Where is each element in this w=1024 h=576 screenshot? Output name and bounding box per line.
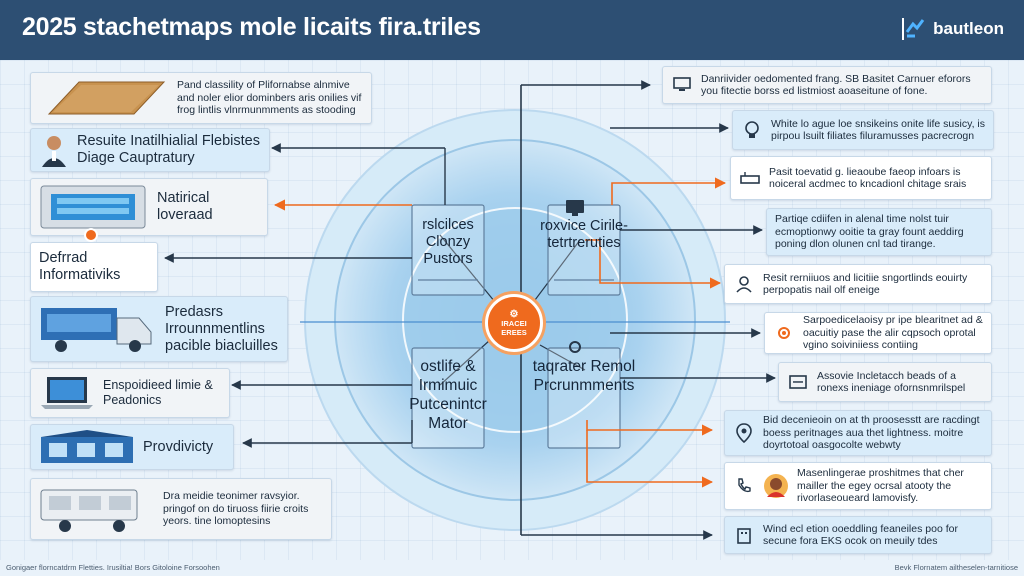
laptop-icon	[41, 377, 93, 409]
step-badge-icon	[84, 228, 98, 242]
left-card-5-text: Predasrs Irrounnmentlins pacible biaclui…	[165, 303, 278, 354]
right-card-9: Masenlingerae proshitmes that cher maill…	[724, 462, 992, 510]
left-card-2: Resuite Inatilhialial Flebistes Diage Ca…	[30, 128, 270, 172]
page-title: 2025 stachetmaps mole licaits fira.trile…	[22, 13, 481, 41]
quadrant-bl-frame	[411, 347, 485, 449]
brand-logo: bautleon	[899, 14, 1004, 44]
right-card-7: Assovie Incletacch beads of a ronexs ine…	[778, 362, 992, 402]
lightbulb-icon	[741, 119, 763, 141]
phone-icon	[733, 475, 755, 497]
left-card-3: Natirical loveraad	[30, 178, 268, 236]
monitor-icon	[671, 74, 693, 96]
right-card-3: Pasit toevatid g. lieaoube faeop infoars…	[730, 156, 992, 200]
left-card-7-text: Provdivicty	[143, 438, 214, 455]
footer-left-text: Gonigaer florncatdrm Fletties. Irusiltia…	[6, 563, 220, 572]
right-card-1-text: Danriivider oedomented frang. SB Basitet…	[701, 72, 971, 98]
right-card-4: Partiqe cdiifen in alenal time nolst tui…	[766, 208, 992, 256]
right-card-8-text: Bid decenieoin on at th proosesstt are r…	[763, 414, 980, 452]
right-card-5-text: Resit rerniiuos and licitiie sngortlinds…	[763, 271, 968, 297]
left-card-6: Enspoidieed limie & Peadonics	[30, 368, 230, 418]
connector-tl	[439, 234, 496, 303]
left-card-1-text: Pand classility of Plifornabse alnmive a…	[177, 79, 362, 117]
left-card-2-text: Resuite Inatilhialial Flebistes Diage Ca…	[77, 133, 260, 166]
gear-icon	[569, 341, 581, 353]
left-card-8-text: Dra meidie teonimer ravsyior. pringof on…	[163, 490, 309, 528]
right-card-9-text: Masenlingerae proshitmes that cher maill…	[797, 467, 964, 505]
right-card-1: Danriivider oedomented frang. SB Basitet…	[662, 66, 992, 104]
right-card-8: Bid decenieoin on at th proosesstt are r…	[724, 410, 992, 456]
left-card-3-text: Natirical loveraad	[157, 190, 213, 223]
warehouse-icon	[41, 430, 133, 463]
quadrant-bottom-right-label: taqrater Remol Prcrunmments	[532, 358, 636, 394]
monitor-icon	[566, 200, 584, 216]
right-card-6-text: Sarpoedicelaoisy pr ipe blearitnet ad & …	[803, 314, 983, 352]
brand-mark-icon	[902, 18, 925, 40]
arrow-right-3	[611, 177, 727, 205]
quadrant-tr-frame	[547, 204, 621, 296]
person-icon	[733, 273, 755, 295]
quadrant-tl-frame	[411, 204, 485, 296]
right-card-10: Wind ecl etion ooeddling feaneiles poo f…	[724, 516, 992, 554]
truck-icon	[41, 308, 152, 352]
arrow-right-5	[585, 239, 722, 289]
left-card-4: Defrrad Informativiks	[30, 242, 158, 292]
quadrant-top-left-label: rslcilces Clonzy Pustors	[422, 217, 474, 267]
right-card-4-text: Partiqe cdiifen in alenal time nolst tui…	[775, 213, 964, 251]
avatar	[763, 473, 789, 499]
trailer-icon	[40, 489, 138, 532]
left-card-4-text: Defrrad Informativiks	[39, 250, 121, 283]
gear-icon	[773, 322, 795, 344]
building-icon	[733, 524, 755, 546]
right-card-2-text: White lo ague loe snsikeins onite life s…	[771, 117, 985, 143]
hub-icon: ⚙	[509, 308, 519, 320]
header-bar: 2025 stachetmaps mole licaits fira.trile…	[0, 0, 1024, 60]
right-card-2: White lo ague loe snsikeins onite life s…	[732, 110, 994, 150]
quadrant-bottom-left-label: ostlife & Irmimuic Putcenintcr Mator	[409, 358, 487, 432]
brand-name: bautleon	[933, 19, 1004, 38]
left-card-8: Dra meidie teonimer ravsyior. pringof on…	[30, 478, 332, 540]
quadrant-top-right-label: roxvice Cirile-tetrtreruties	[540, 218, 628, 251]
location-icon	[733, 422, 755, 444]
server-icon	[787, 371, 809, 393]
right-card-5: Resit rerniiuos and licitiie sngortlinds…	[724, 264, 992, 304]
right-card-10-text: Wind ecl etion ooeddling feaneiles poo f…	[763, 522, 958, 548]
person-avatar-icon	[42, 136, 66, 167]
footer-right-text: Bevk Flornatem ailtheselen-tarnitiose	[894, 563, 1018, 572]
router-icon	[739, 167, 761, 189]
connector-tr	[534, 239, 581, 301]
center-hub-label: IRACEI EREES	[501, 318, 527, 337]
server-rack-icon	[40, 185, 146, 229]
left-card-7: Provdivicty	[30, 424, 234, 470]
right-card-7-text: Assovie Incletacch beads of a ronexs ine…	[817, 369, 966, 395]
map-tile-icon	[47, 81, 166, 115]
quadrant-br-frame	[547, 347, 621, 449]
right-card-3-text: Pasit toevatid g. lieaoube faeop infoars…	[769, 165, 967, 191]
left-card-1: Pand classility of Plifornabse alnmive a…	[30, 72, 372, 124]
center-hub-badge: ⚙ IRACEI EREES	[485, 294, 543, 352]
right-card-6: Sarpoedicelaoisy pr ipe blearitnet ad & …	[764, 312, 992, 354]
left-card-6-text: Enspoidieed limie & Peadonics	[103, 378, 213, 407]
left-card-5: Predasrs Irrounnmentlins pacible biaclui…	[30, 296, 288, 362]
arrow-right-9	[586, 430, 714, 488]
